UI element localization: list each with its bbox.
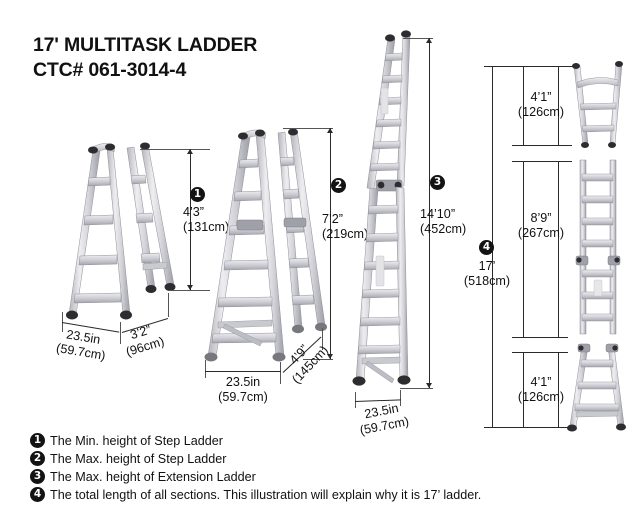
dim-ext-right-fig2-width: [322, 328, 323, 350]
dim-ext-top-fig2: [283, 128, 333, 129]
dim-fig2-front-imperial: 23.5in: [225, 375, 261, 389]
legend: 1 The Min. height of Step Ladder 2 The M…: [30, 432, 550, 504]
dim-line-sec-top-right: [558, 66, 559, 145]
dim-arrow-up-fig3: [426, 38, 432, 43]
figure-step-ladder-min: [55, 138, 205, 338]
dim-label-fig3-height: 14’10” (452cm): [420, 207, 484, 237]
dim-line-fig2-front-width: [205, 371, 281, 372]
dim-ext-bottom-total: [484, 427, 574, 428]
dim-total-metric: (518cm): [463, 274, 511, 288]
legend-text-1: The Min. height of Step Ladder: [50, 433, 223, 448]
dim-sec-middle-imperial: 8’9”: [530, 211, 552, 225]
dim-fig2-front-metric: (59.7cm): [218, 390, 268, 404]
dim-arrow-up-fig2: [327, 128, 333, 133]
dim-label-sec-bottom: 4’1” (126cm): [511, 375, 571, 405]
dim-ext-mid-fig2-width: [280, 362, 281, 384]
legend-marker-4: 4: [30, 487, 45, 502]
dim-line-sec-bottom-right: [558, 352, 559, 427]
dim-total-imperial: 17’: [478, 259, 496, 273]
dim-line-height-fig2: [330, 128, 331, 359]
dim-ext-sec2-top: [512, 161, 572, 162]
dim-ext-top-total: [484, 66, 574, 67]
dim-line-sec-bottom: [523, 352, 524, 427]
dim-ext-left-fig2-width: [205, 360, 206, 378]
dim-fig1-height-imperial: 4’3”: [183, 205, 204, 219]
dim-ext-sec1-bottom: [512, 145, 572, 146]
dim-sec-middle-metric: (267cm): [517, 226, 565, 240]
figure-section-bottom: [562, 340, 632, 436]
dim-ext-left-fig1-width: [62, 312, 63, 332]
dim-label-fig1-height: 4’3” (131cm): [183, 205, 243, 235]
dim-ext-sec3-top: [512, 352, 568, 353]
marker-2: 2: [331, 178, 346, 193]
dim-fig1-height-metric: (131cm): [183, 220, 230, 234]
dim-sec-top-imperial: 4’1”: [530, 90, 552, 104]
figure-section-top: [566, 60, 630, 152]
dim-ext-mid-fig1-width: [120, 322, 121, 344]
dim-ext-top-fig3: [403, 38, 433, 39]
dim-line-sec-middle-right: [558, 161, 559, 337]
dim-arrow-up-fig1: [187, 149, 193, 154]
figure-extension-ladder: [350, 28, 440, 418]
dim-arrow-down-fig3: [426, 383, 432, 388]
dim-ext-bottom-fig1: [168, 290, 210, 291]
figure-section-middle: [568, 158, 628, 338]
legend-item-1: 1 The Min. height of Step Ladder: [30, 432, 550, 449]
dim-ext-right-fig3-width: [400, 390, 401, 406]
dim-label-total: 17’ (518cm): [456, 259, 518, 289]
dim-arrow-down-fig2: [327, 354, 333, 359]
legend-item-4: 4 The total length of all sections. This…: [30, 486, 550, 503]
figure-step-ladder-max: [200, 128, 340, 378]
dim-ext-right-fig1-width: [168, 293, 169, 317]
dim-fig3-height-metric: (452cm): [420, 222, 467, 236]
legend-marker-2: 2: [30, 451, 45, 466]
legend-marker-3: 3: [30, 469, 45, 484]
dim-line-sec-top: [523, 66, 524, 145]
dim-ext-bottom-fig2: [303, 359, 333, 360]
dim-label-fig2-height: 7’2” (219cm): [322, 212, 382, 242]
legend-item-2: 2 The Max. height of Step Ladder: [30, 450, 550, 467]
dim-sec-bottom-metric: (126cm): [517, 390, 565, 404]
dim-fig3-height-imperial: 14’10”: [420, 207, 456, 221]
dim-label-sec-middle: 8’9” (267cm): [511, 211, 571, 241]
marker-4: 4: [479, 240, 494, 255]
legend-text-4: The total length of all sections. This i…: [50, 487, 482, 502]
dim-label-sec-top: 4’1” (126cm): [511, 90, 571, 120]
dim-sec-top-metric: (126cm): [517, 105, 565, 119]
dim-ext-sec2-bottom: [512, 337, 568, 338]
dim-arrow-down-fig1: [187, 285, 193, 290]
dim-fig2-height-metric: (219cm): [322, 227, 369, 241]
marker-1: 1: [190, 187, 205, 202]
page-title-line1: 17' MULTITASK LADDER: [33, 34, 258, 56]
page-title-line2: CTC# 061-3014-4: [33, 59, 187, 81]
dim-fig2-height-imperial: 7’2”: [322, 212, 343, 226]
legend-text-2: The Max. height of Step Ladder: [50, 451, 227, 466]
dim-line-height-fig3: [429, 38, 430, 388]
dim-line-height-fig1: [190, 149, 191, 290]
legend-text-3: The Max. height of Extension Ladder: [50, 469, 256, 484]
dim-line-sec-middle: [523, 161, 524, 337]
dim-ext-bottom-fig3: [400, 388, 433, 389]
dim-sec-bottom-imperial: 4’1”: [530, 375, 552, 389]
dim-label-fig2-front-width: 23.5in (59.7cm): [200, 375, 286, 405]
legend-marker-1: 1: [30, 433, 45, 448]
marker-3: 3: [430, 175, 445, 190]
legend-item-3: 3 The Max. height of Extension Ladder: [30, 468, 550, 485]
dim-ext-top-fig1: [140, 149, 210, 150]
